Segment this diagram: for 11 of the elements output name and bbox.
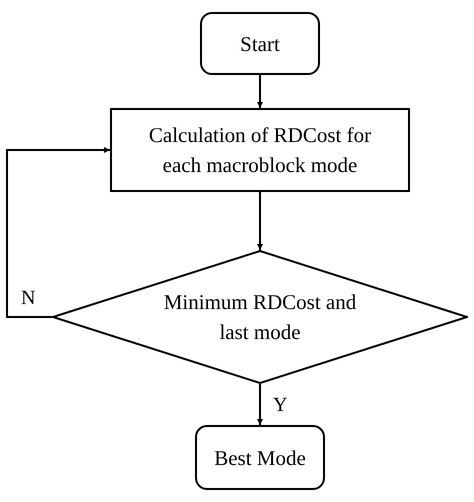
arrow [257,384,263,425]
node-text: Start [239,30,281,58]
terminal-box [200,12,320,75]
node-text: Best Mode [213,444,307,472]
node-text: Calculation of RDCost for each macroblock mode [148,122,372,179]
node-text: Minimum RDCost and last mode [162,289,358,346]
process-box [110,108,410,192]
terminal-box [195,425,325,490]
arrow [6,147,110,318]
arrow [257,75,263,108]
arrow [257,192,263,250]
